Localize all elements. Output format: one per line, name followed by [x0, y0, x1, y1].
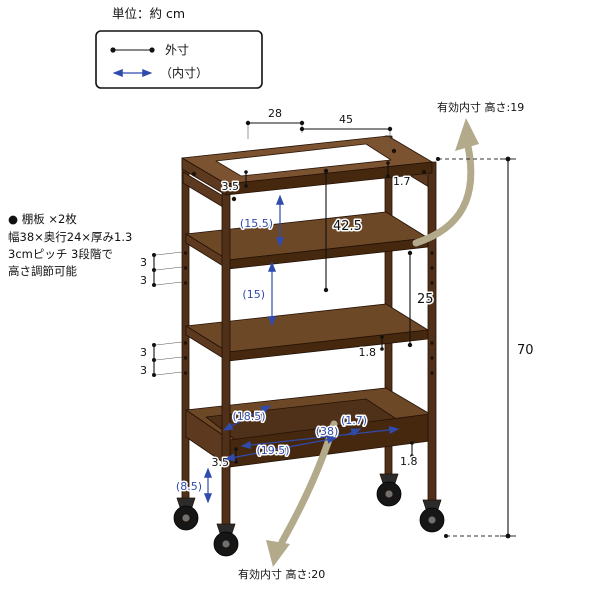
dimension-box-inner-height: (8.5)	[174, 467, 213, 504]
dim-3-5-top-label: 3.5	[222, 180, 240, 193]
flow-arrow-top	[412, 118, 479, 247]
dim-15-label: (15)	[242, 288, 265, 301]
caster-back-right	[376, 473, 402, 507]
dim-70-label: 70	[517, 343, 534, 358]
unit-label: 単位：約 cm	[112, 6, 185, 21]
dimension-shelf1-to-shelf2: (15)	[241, 261, 277, 327]
dim-3-5-bottom-label: 3.5	[212, 456, 230, 469]
dim-1-7-top-label: 1.7	[393, 175, 411, 188]
legend-inner-dimension: （内寸）	[112, 66, 208, 80]
legend-box: 外寸 （内寸）	[95, 30, 263, 89]
dim-pitch-lower-b-label: 3	[140, 364, 147, 377]
dimension-top-frame-left: 3.5	[220, 170, 248, 195]
callout-bottom-clearance: 有効内寸 高さ:20	[238, 567, 325, 581]
shelf-note-line3: 3cmピッチ 3段階で	[8, 247, 113, 261]
dimension-box-thickness: 1.8	[399, 441, 419, 470]
callout-top-clearance: 有効内寸 高さ:19	[437, 100, 524, 114]
shelf-note-line4: 高さ調節可能	[8, 264, 77, 278]
flow-arrow-top-head	[455, 118, 479, 151]
dim-1-8-mid-label: 1.8	[359, 346, 377, 359]
dim-8-5-label: (8.5)	[176, 480, 202, 493]
shelf-note-line2: 幅38×奥行24×厚み1.3	[8, 230, 132, 244]
dimension-opening-to-shelf1: (15.5)	[238, 194, 285, 248]
dim-15-5-label: (15.5)	[240, 217, 273, 230]
dim-pitch-lower-a-label: 3	[140, 346, 147, 359]
dim-1-7-box-label: (1.7)	[341, 414, 367, 427]
dim-1-8-bottom-label: 1.8	[400, 455, 418, 468]
dimension-shelf-thickness: 1.8	[357, 335, 384, 361]
leg-front-left	[221, 183, 231, 535]
legend-inner-label: （内寸）	[160, 66, 208, 80]
dimension-top-width: 45	[299, 112, 393, 149]
dimension-right-shelf-gap: 25	[407, 250, 435, 348]
dim-28-label: 28	[268, 107, 282, 120]
leg-front-right	[427, 161, 437, 511]
dimension-pitch-lower: 3 3	[139, 341, 183, 379]
dimension-top-to-shelf2: 42.5	[323, 168, 363, 293]
top-opening	[215, 143, 392, 177]
dimension-total-height: 70	[436, 156, 535, 539]
dim-pitch-upper-a-label: 3	[140, 256, 147, 269]
frame-holes	[183, 148, 434, 375]
dimension-box-rim: (1.7)	[339, 413, 369, 437]
dim-42-5-label: 42.5	[333, 219, 362, 234]
dim-25-label: 25	[417, 292, 434, 307]
dimension-top-depth: 28	[245, 106, 305, 139]
dim-38-label: (38)	[316, 425, 339, 438]
dimension-pitch-upper: 3 3	[139, 251, 183, 289]
legend-outer-label: 外寸	[165, 43, 189, 57]
dimension-box-inner-diag: (19.5)	[224, 435, 338, 462]
dim-45-label: 45	[339, 113, 353, 126]
dim-pitch-upper-b-label: 3	[140, 274, 147, 287]
caster-front-right	[419, 499, 445, 533]
shelf-note-line1: ● 棚板 ×2枚	[8, 212, 77, 226]
legend-outer-dimension: 外寸	[110, 43, 189, 57]
shelf-notes: ● 棚板 ×2枚 幅38×奥行24×厚み1.3 3cmピッチ 3段階で 高さ調節…	[8, 212, 132, 278]
caster-front-left	[213, 523, 239, 557]
shelf-lower	[185, 303, 429, 362]
caster-back-left	[173, 497, 199, 531]
flow-arrow-bottom-head	[266, 540, 290, 567]
dimension-box-inner-depth: (18.5)	[222, 405, 272, 431]
dim-18-5-label: (18.5)	[232, 410, 265, 423]
dim-19-5-label: (19.5)	[256, 444, 289, 457]
dimension-top-frame-right: 1.7	[386, 161, 412, 190]
